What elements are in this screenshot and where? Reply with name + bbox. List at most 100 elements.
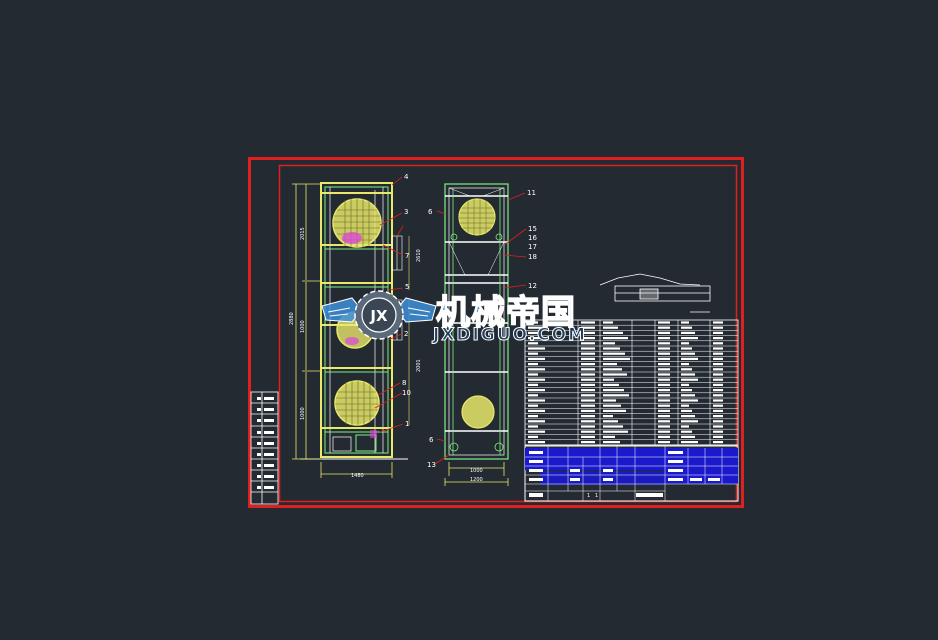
parts-cell-text [528, 435, 538, 438]
parts-cell-text [603, 415, 613, 418]
callout-16: 16 [528, 234, 537, 242]
parts-cell-text [581, 337, 595, 340]
parts-cell-text [681, 357, 698, 360]
parts-cell-text [528, 357, 545, 360]
parts-cell-text [713, 342, 723, 345]
parts-cell-text [658, 347, 670, 350]
dim-side-inner: 1000 [470, 468, 483, 474]
parts-cell-text [681, 394, 695, 397]
parts-cell-text [528, 373, 538, 376]
parts-cell-text [603, 425, 623, 428]
parts-cell-text [681, 383, 689, 386]
parts-cell-text [528, 321, 538, 324]
parts-cell-text [658, 321, 670, 324]
parts-cell-text [603, 430, 628, 433]
parts-cell-text [713, 383, 723, 386]
callout-7: 7 [405, 252, 409, 260]
parts-cell-text [658, 409, 670, 412]
parts-cell-text [603, 373, 627, 376]
detail-view [599, 273, 711, 313]
parts-cell-text [581, 363, 595, 366]
parts-cell-text [528, 389, 545, 392]
callout-13: 13 [427, 461, 436, 469]
parts-cell-text [658, 373, 670, 376]
parts-cell-text [528, 415, 538, 418]
parts-cell-text [581, 420, 595, 423]
watermark-title: 机械帝国 [435, 292, 576, 334]
parts-cell-text [603, 347, 620, 350]
parts-cell-text [658, 357, 670, 360]
parts-cell-text [713, 420, 723, 423]
parts-cell-text [528, 352, 538, 355]
parts-cell-text [713, 326, 723, 329]
parts-cell-text [581, 342, 595, 345]
parts-cell-text [658, 394, 670, 397]
parts-cell-text [528, 342, 538, 345]
parts-cell-text [528, 409, 545, 412]
dim-side-outer: 1200 [470, 477, 483, 483]
parts-cell-text [681, 331, 695, 334]
parts-cell-text [603, 326, 618, 329]
parts-cell-text [681, 409, 692, 412]
parts-cell-text [658, 326, 670, 329]
parts-cell-text [681, 378, 698, 381]
parts-cell-text [713, 389, 723, 392]
parts-cell-text [528, 420, 545, 423]
parts-cell-text [658, 331, 670, 334]
parts-cell-text [581, 404, 595, 407]
parts-cell-text [581, 435, 595, 438]
parts-cell-text [713, 394, 723, 397]
parts-cell-text [658, 363, 670, 366]
parts-cell-text [581, 357, 595, 360]
parts-cell-text [603, 363, 617, 366]
drawing-border-inner [278, 164, 738, 503]
parts-cell-text [528, 347, 545, 350]
dim-inner-a: 2610 [416, 249, 422, 262]
parts-cell-text [528, 378, 545, 381]
parts-cell-text [528, 331, 538, 334]
parts-cell-text [681, 435, 695, 438]
parts-cell-text [603, 337, 628, 340]
parts-cell-text [603, 420, 618, 423]
parts-cell-text [581, 352, 595, 355]
parts-cell-text [581, 383, 595, 386]
watermark-emblem: JX [321, 290, 437, 340]
watermark: 机械帝国 JXDIGUO.COM [318, 285, 618, 347]
parts-cell-text [658, 404, 670, 407]
watermark-emblem-letters: JX [369, 307, 388, 325]
callouts: 4 3 7 5 2 8 10 1 6 11 15 16 17 18 12 13 … [402, 173, 537, 469]
parts-cell-text [603, 352, 625, 355]
dim-segment-mid: 1000 [300, 320, 306, 333]
parts-cell-text [713, 399, 723, 402]
parts-cell-text [681, 415, 695, 418]
parts-cell-text [581, 425, 595, 428]
parts-cell-text [713, 435, 723, 438]
parts-cell-text [681, 399, 698, 402]
parts-cell-text [713, 441, 723, 444]
parts-cell-text [681, 347, 692, 350]
parts-cell-text [581, 368, 595, 371]
parts-cell-text [681, 425, 689, 428]
parts-cell-text [681, 342, 689, 345]
parts-cell-text [713, 425, 723, 428]
parts-cell-text [581, 409, 595, 412]
parts-cell-text [713, 331, 723, 334]
dim-front-width: 1480 [351, 473, 364, 479]
parts-cell-text [581, 326, 595, 329]
parts-cell-text [603, 368, 622, 371]
parts-cell-text [603, 383, 619, 386]
parts-cell-text [658, 435, 670, 438]
parts-cell-text [713, 347, 723, 350]
parts-cell-text [658, 441, 670, 444]
parts-cell-text [528, 394, 538, 397]
parts-cell-text [603, 404, 621, 407]
parts-cell-text [713, 368, 723, 371]
callout-8: 8 [402, 379, 406, 387]
parts-cell-text [581, 378, 595, 381]
parts-cell-text [658, 342, 670, 345]
parts-cell-text [658, 368, 670, 371]
dim-segment-top: 2015 [300, 227, 306, 240]
callout-3: 3 [404, 208, 408, 216]
parts-cell-text [681, 337, 698, 340]
